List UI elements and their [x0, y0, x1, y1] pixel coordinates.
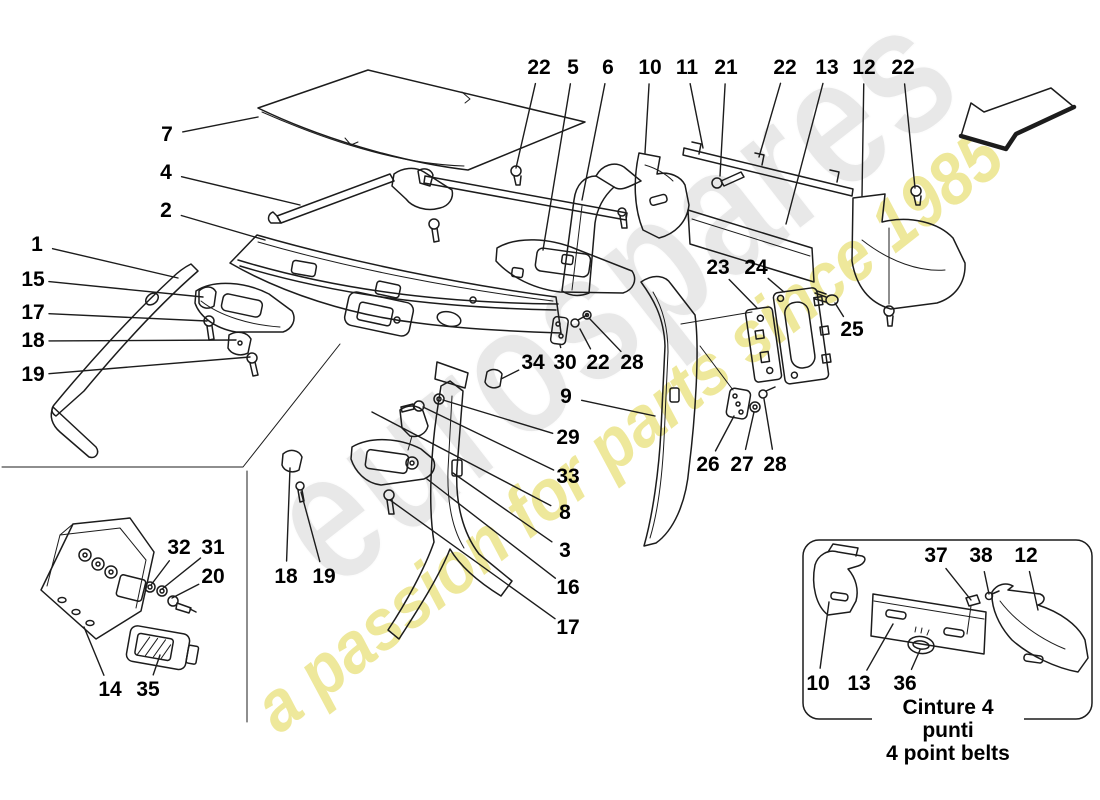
leader-line-13 [785, 82, 824, 225]
inset-caption-line1: Cinture 4 punti [902, 696, 994, 743]
leader-line-6 [581, 82, 606, 201]
headliner-panel [229, 234, 562, 334]
leader-line-27 [744, 411, 755, 451]
roof-panel [257, 69, 586, 171]
leader-line-1 [51, 247, 179, 279]
leader-line-32 [150, 560, 171, 586]
leader-line-35 [152, 654, 161, 676]
rear-panel-13 [687, 209, 815, 283]
inset-handle-ticks [914, 626, 930, 636]
direction-arrow [958, 87, 1077, 152]
inset-box [802, 539, 1093, 720]
leader-line-33 [422, 406, 555, 471]
leader-line-2 [180, 214, 266, 241]
leader-line-29 [442, 399, 554, 435]
leader-line-18 [48, 339, 237, 342]
leader-line-30 [559, 344, 562, 349]
leader-line-18 [285, 467, 291, 562]
fixings-centre [400, 368, 503, 413]
leader-line-22 [903, 83, 916, 189]
inset-panel-13 [870, 593, 987, 655]
roof-console [40, 517, 155, 640]
quarter-trim-left [634, 152, 690, 239]
leader-line-9 [580, 399, 656, 417]
mounting-plates [744, 287, 839, 385]
leader-line-7 [181, 116, 259, 133]
leader-line-24 [767, 277, 785, 293]
leader-line-4 [180, 176, 301, 206]
leader-line-31 [161, 557, 202, 590]
leader-line-15 [48, 280, 204, 298]
leader-line-36 [910, 649, 921, 671]
leader-line-37 [945, 567, 972, 601]
console-opening [343, 291, 415, 337]
sun-visor-left [194, 282, 295, 377]
locator-lines [1, 311, 753, 723]
leader-line-28 [763, 398, 774, 450]
leader-line-28 [588, 317, 622, 353]
leader-line-19 [300, 491, 321, 563]
fixings-rh-visor [549, 310, 592, 346]
header-rail-4 [267, 167, 454, 243]
leader-line-14 [83, 626, 105, 676]
leader-line-22 [515, 82, 537, 169]
leader-line-20 [171, 583, 200, 599]
inset-caption-line2: 4 point belts [886, 742, 1010, 766]
leader-line-10 [819, 601, 830, 669]
leader-line-23 [728, 278, 758, 309]
leader-line-19 [48, 356, 251, 375]
leader-line-22 [579, 328, 592, 350]
leader-line-38 [983, 570, 990, 595]
inset-trim-10 [812, 543, 866, 616]
leader-line-17 [48, 313, 208, 322]
leader-line-34 [500, 369, 520, 380]
b-pillar-upper-trim [561, 163, 642, 297]
leader-line-12 [1028, 570, 1039, 611]
centre-pillar-trim [387, 361, 513, 640]
header-strip-5 [237, 259, 559, 311]
clip-22a-stem [513, 175, 522, 186]
a-pillar-trim-left [50, 263, 199, 459]
leader-line-17 [389, 499, 556, 620]
leader-line-25 [834, 302, 845, 318]
leader-line-13 [866, 623, 894, 671]
quarter-trim-right [851, 185, 966, 327]
inset-handle-36 [907, 635, 935, 655]
inset-trim-12 [991, 583, 1089, 673]
inset-clip-37 [965, 594, 981, 635]
leader-line-22 [758, 82, 782, 158]
leader-line-16 [426, 478, 557, 579]
lamp-fixings [144, 581, 197, 614]
b-pillar-trim-9 [640, 275, 698, 547]
leader-line-3 [452, 472, 553, 543]
sun-visor-right [495, 239, 636, 294]
leader-line-5 [542, 83, 572, 251]
leader-line-26 [714, 415, 735, 452]
leader-line-11 [689, 82, 704, 149]
cant-rail-11 [682, 141, 854, 197]
interior-lamp [125, 625, 200, 671]
leader-line-10 [644, 83, 650, 154]
fixings-pillar-foot [725, 386, 776, 420]
inset-caption: Cinture 4 punti 4 point belts [872, 696, 1024, 766]
leader-line-8 [371, 411, 552, 507]
sun-visor-centre [281, 405, 436, 515]
leader-line-12 [861, 83, 865, 197]
leader-lines [48, 82, 1039, 676]
leader-line-21 [719, 83, 726, 177]
